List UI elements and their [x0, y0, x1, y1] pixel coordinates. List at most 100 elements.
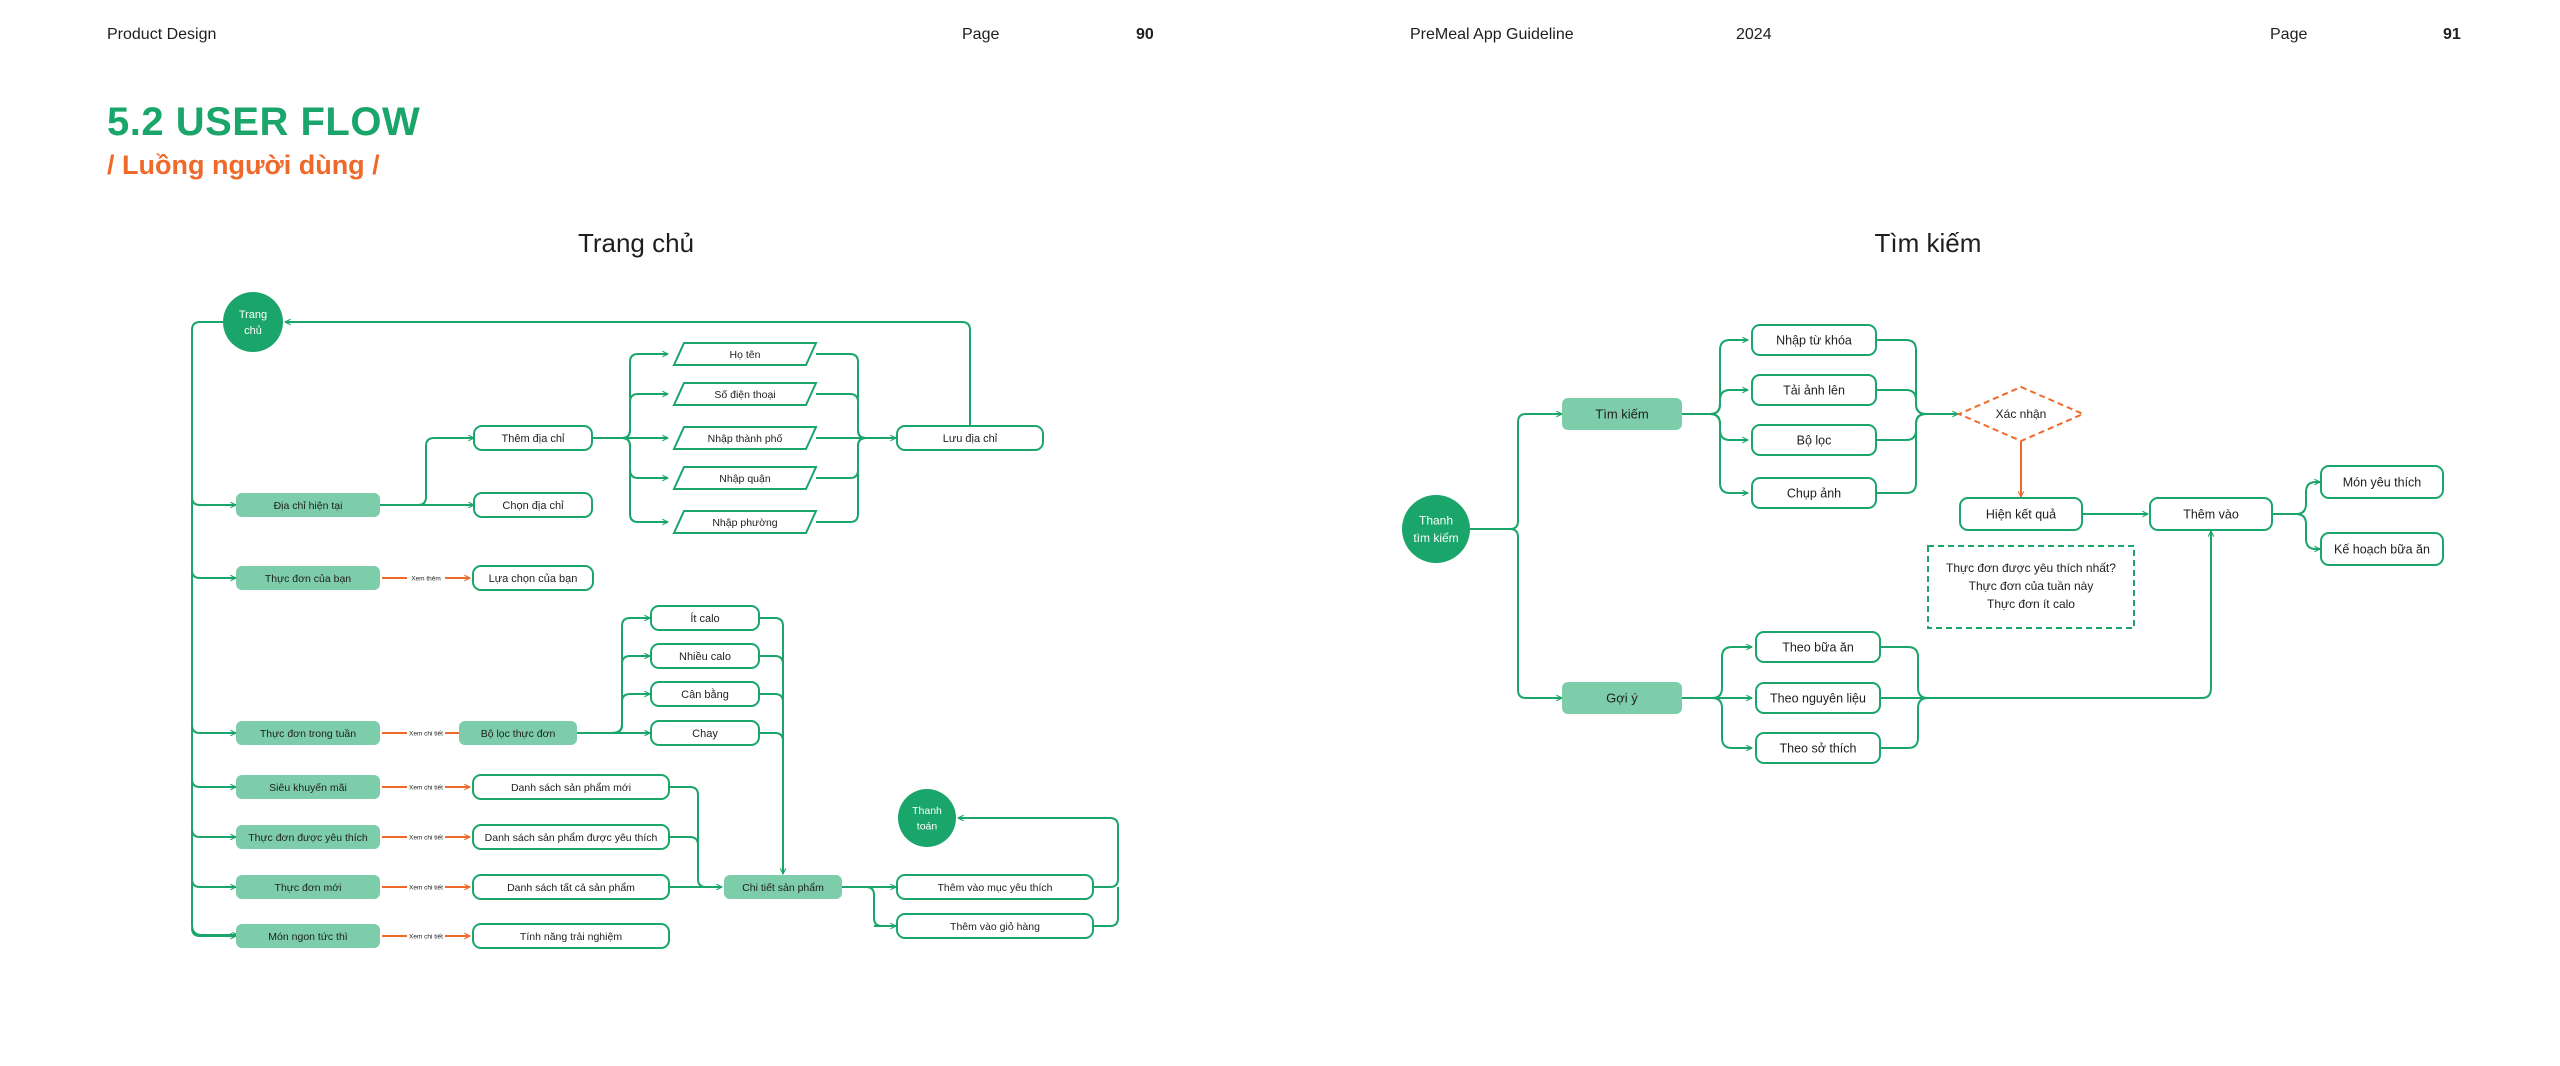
- edge-phone-number-to-save: [816, 393, 867, 439]
- address-input-city-label: Nhập thành phố: [708, 433, 783, 445]
- address-input-full-name-shape: [672, 342, 818, 366]
- list-favorite-products[interactable]: Danh sách sản phẩm được yêu thích: [472, 824, 670, 850]
- list-trial-feature[interactable]: Tính năng trải nghiệm: [472, 923, 670, 949]
- edge-favorite-menu-detail-label-bg: [407, 832, 445, 842]
- search-method-take-photo[interactable]: Chụp ảnh: [1751, 477, 1877, 509]
- category-favorite-menu[interactable]: Thực đơn được yêu thích: [236, 825, 380, 849]
- confirm-node[interactable]: Xác nhận: [1956, 385, 2086, 443]
- category-super-deals[interactable]: Siêu khuyến mãi: [236, 775, 380, 799]
- search-node[interactable]: Tìm kiếm: [1562, 398, 1682, 430]
- search-method-upload-image[interactable]: Tải ảnh lên: [1751, 374, 1877, 406]
- category-new-menu[interactable]: Thực đơn mới: [236, 875, 380, 899]
- home-spine: [191, 321, 236, 936]
- edge-ward-to-save: [816, 437, 867, 523]
- edge-favorite-to-checkout: [1093, 817, 1119, 888]
- your-choice-node[interactable]: Lựa chọn của bạn: [472, 565, 594, 591]
- list-favorite-products-shape: [472, 824, 670, 850]
- show-results-node[interactable]: Hiện kết quả: [1959, 497, 2083, 531]
- address-input-district[interactable]: Nhập quận: [672, 466, 818, 490]
- address-input-city[interactable]: Nhập thành phố: [672, 426, 818, 450]
- section-subtitle: / Luồng người dùng /: [107, 150, 380, 180]
- list-all-products-shape: [472, 874, 670, 900]
- add-address-node[interactable]: Thêm địa chỉ: [473, 425, 593, 451]
- page-label-right: Page: [2270, 26, 2308, 43]
- suggest-node-shape: [1562, 682, 1682, 714]
- choose-address-node[interactable]: Chọn địa chỉ: [473, 492, 593, 518]
- category-current-address[interactable]: Địa chỉ hiện tại: [236, 493, 380, 517]
- add-favorite-node[interactable]: Thêm vào mục yêu thích: [896, 874, 1094, 900]
- edge-suggest-to-by-preference: [1682, 697, 1752, 748]
- list-all-products[interactable]: Danh sách tất cả sản phẩm: [472, 874, 670, 900]
- filter-high-calorie[interactable]: Nhiều calo: [650, 643, 760, 669]
- list-new-products-label: Danh sách sản phẩm mới: [511, 782, 631, 794]
- save-address-node-shape: [896, 425, 1044, 451]
- home-branch-current_address: [191, 496, 236, 505]
- edge-new-menu-detail-label-bg: [407, 882, 445, 892]
- address-input-district-label: Nhập quận: [719, 473, 771, 485]
- search-method-filter-label: Bộ lọc: [1797, 434, 1832, 448]
- home-branch-new_menu: [191, 878, 236, 887]
- search-method-filter[interactable]: Bộ lọc: [1751, 424, 1877, 456]
- suggest-by-preference-shape: [1755, 732, 1881, 764]
- edge-by-preference-to-add: [1880, 697, 1929, 749]
- edge-favorite-menu-detail-label: Xem chi tiết: [409, 832, 443, 841]
- list-trial-feature-label: Tính năng trải nghiệm: [520, 931, 622, 943]
- meal-plan-node[interactable]: Kế hoạch bữa ăn: [2320, 532, 2444, 566]
- product-detail-node-label: Chi tiết sản phẩm: [742, 882, 824, 894]
- menu-filter-node-shape: [459, 721, 577, 745]
- choose-address-node-shape: [473, 492, 593, 518]
- product-detail-node-shape: [724, 875, 842, 899]
- filter-balanced[interactable]: Cân bằng: [650, 681, 760, 707]
- edge-suggestions-to-add: [1918, 540, 2212, 699]
- home-start-node-shape: [223, 292, 283, 352]
- address-input-city-shape: [672, 426, 818, 450]
- address-input-phone-number[interactable]: Số điện thoại: [672, 382, 818, 406]
- address-input-phone-number-label: Số điện thoại: [714, 389, 775, 401]
- product-detail-node[interactable]: Chi tiết sản phẩm: [724, 875, 842, 899]
- filter-low-calorie-label: Ít calo: [690, 612, 719, 625]
- show-results-node-label: Hiện kết quả: [1986, 508, 2056, 522]
- list-new-products[interactable]: Danh sách sản phẩm mới: [472, 774, 670, 800]
- edge-low-calorie-down: [759, 617, 784, 870]
- suggest-node[interactable]: Gợi ý: [1562, 682, 1682, 714]
- filter-low-calorie[interactable]: Ít calo: [650, 605, 760, 631]
- search-flow-heading: Tìm kiếm: [1875, 228, 1982, 258]
- search-start-node-label-0: Thanh: [1419, 514, 1453, 528]
- page-label-left: Page: [962, 26, 1000, 43]
- add-to-node-shape: [2149, 497, 2273, 531]
- document-title-right: PreMeal App Guideline: [1410, 26, 1574, 43]
- add-address-node-shape: [473, 425, 593, 451]
- address-input-full-name[interactable]: Họ tên: [672, 342, 818, 366]
- add-to-node[interactable]: Thêm vào: [2149, 497, 2273, 531]
- category-your-menu[interactable]: Thực đơn của bạn: [236, 566, 380, 590]
- category-your-menu-label: Thực đơn của bạn: [265, 573, 351, 585]
- suggest-by-preference[interactable]: Theo sở thích: [1755, 732, 1881, 764]
- edge-new-menu-detail-label: Xem chi tiết: [409, 882, 443, 891]
- category-week-menu-shape: [236, 721, 380, 745]
- suggest-by-ingredient[interactable]: Theo nguyên liệu: [1755, 682, 1881, 714]
- edge-balanced-down: [759, 693, 784, 870]
- edge-add-to-ward: [592, 437, 668, 522]
- checkout-node-shape: [898, 789, 956, 847]
- category-instant-dishes[interactable]: Món ngon tức thì: [236, 924, 380, 948]
- save-address-node[interactable]: Lưu địa chỉ: [896, 425, 1044, 451]
- address-input-ward[interactable]: Nhập phường: [672, 510, 818, 534]
- favorite-dishes-node-label: Món yêu thích: [2343, 476, 2422, 490]
- edge-week-menu-detail-label-bg: [407, 728, 445, 738]
- category-new-menu-label: Thực đơn mới: [275, 882, 342, 894]
- filter-vegetarian-label: Chay: [692, 728, 718, 740]
- meal-plan-node-label: Kế hoạch bữa ăn: [2334, 543, 2430, 557]
- suggest-by-meal[interactable]: Theo bữa ăn: [1755, 631, 1881, 663]
- filter-vegetarian[interactable]: Chay: [650, 720, 760, 746]
- search-method-keyword[interactable]: Nhập từ khóa: [1751, 324, 1877, 356]
- home-flow-heading: Trang chủ: [578, 228, 694, 258]
- checkout-node-label-1: toán: [917, 820, 938, 832]
- meal-plan-node-shape: [2320, 532, 2444, 566]
- category-week-menu[interactable]: Thực đơn trong tuần: [236, 721, 380, 745]
- menu-filter-node[interactable]: Bộ lọc thực đơn: [459, 721, 577, 745]
- favorite-dishes-node[interactable]: Món yêu thích: [2320, 465, 2444, 499]
- add-cart-node[interactable]: Thêm vào giỏ hàng: [896, 913, 1094, 939]
